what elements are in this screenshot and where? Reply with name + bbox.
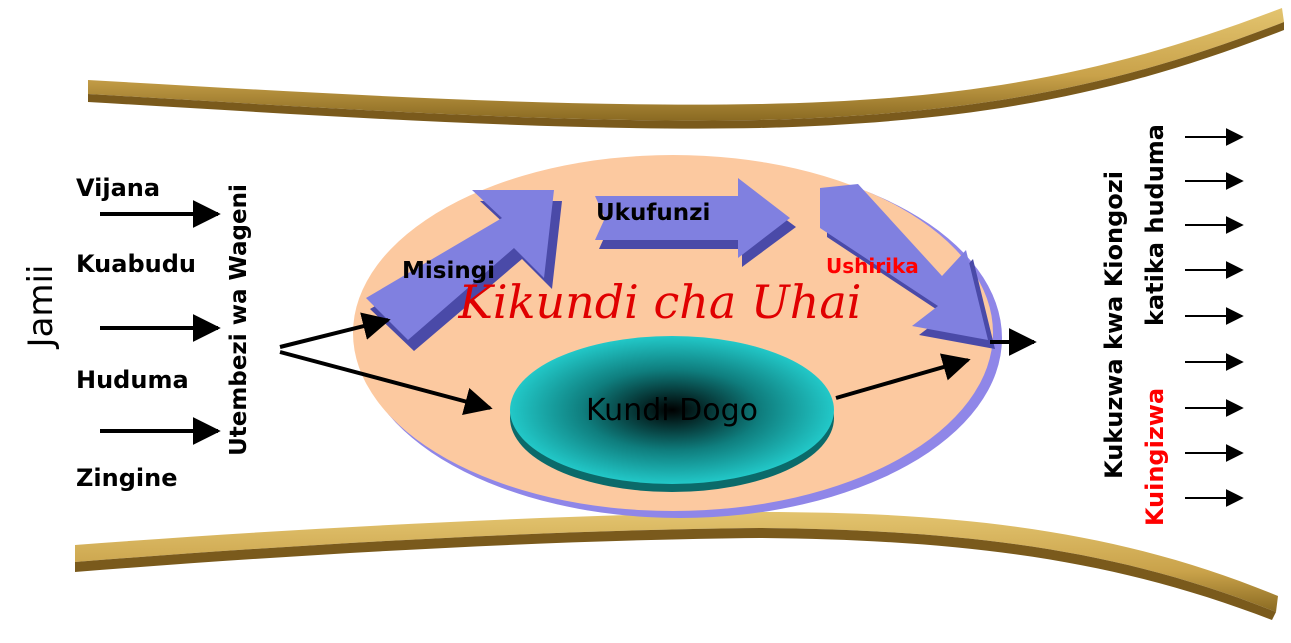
label-vijana: Vijana: [76, 174, 160, 202]
label-kuabudu: Kuabudu: [76, 250, 196, 278]
label-utembezi: Utembezi wa Wageni: [226, 184, 252, 456]
step-arrow-ushirika: [820, 184, 995, 349]
kundi-dogo-ellipse: [510, 336, 834, 492]
output-arrows: [1185, 128, 1244, 507]
arrow-kundi-to-out: [835, 353, 971, 400]
label-jamii: Jamii: [21, 265, 61, 350]
bottom-rail: [75, 512, 1278, 620]
arrow-to-kundi-dogo: [279, 350, 493, 416]
step-arrow-ukufunzi: [595, 178, 796, 267]
top-rail: [88, 8, 1284, 129]
label-katika-huduma: katika huduma: [1141, 124, 1169, 326]
diagram-title: Kikundi cha Uhai: [458, 275, 862, 329]
label-ushirika: Ushirika: [826, 254, 919, 278]
label-kukuzwa: Kukuzwa kwa Kiongozi: [1100, 171, 1128, 479]
label-kundi-dogo: Kundi Dogo: [586, 393, 758, 428]
label-zingine: Zingine: [76, 464, 177, 492]
arrow-to-misingi: [279, 312, 391, 349]
label-huduma: Huduma: [76, 366, 189, 394]
label-kuingizwa: Kuingizwa: [1141, 388, 1169, 526]
label-misingi: Misingi: [402, 258, 495, 284]
step-arrow-misingi: [366, 190, 562, 351]
label-ukufunzi: Ukufunzi: [596, 200, 710, 226]
